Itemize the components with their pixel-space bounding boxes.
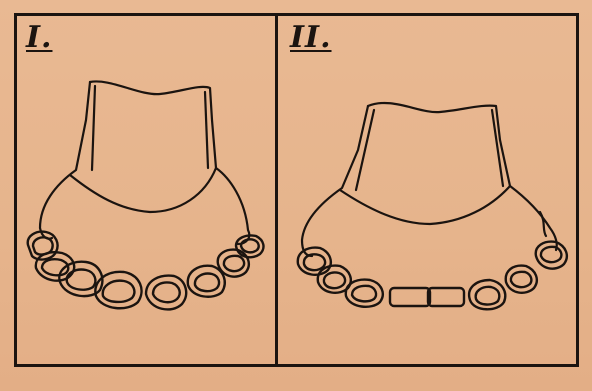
tooth-2-5 [428, 288, 464, 306]
palate-curve-2 [340, 186, 510, 224]
palate-outline-2 [368, 103, 557, 250]
tooth-2-6 [469, 280, 505, 309]
tooth-2-1 [298, 248, 331, 275]
tooth-2-8 [536, 242, 567, 269]
tooth-2-4 [390, 288, 430, 306]
tooth-2-3 [346, 280, 383, 307]
tooth-2-7 [506, 266, 537, 293]
